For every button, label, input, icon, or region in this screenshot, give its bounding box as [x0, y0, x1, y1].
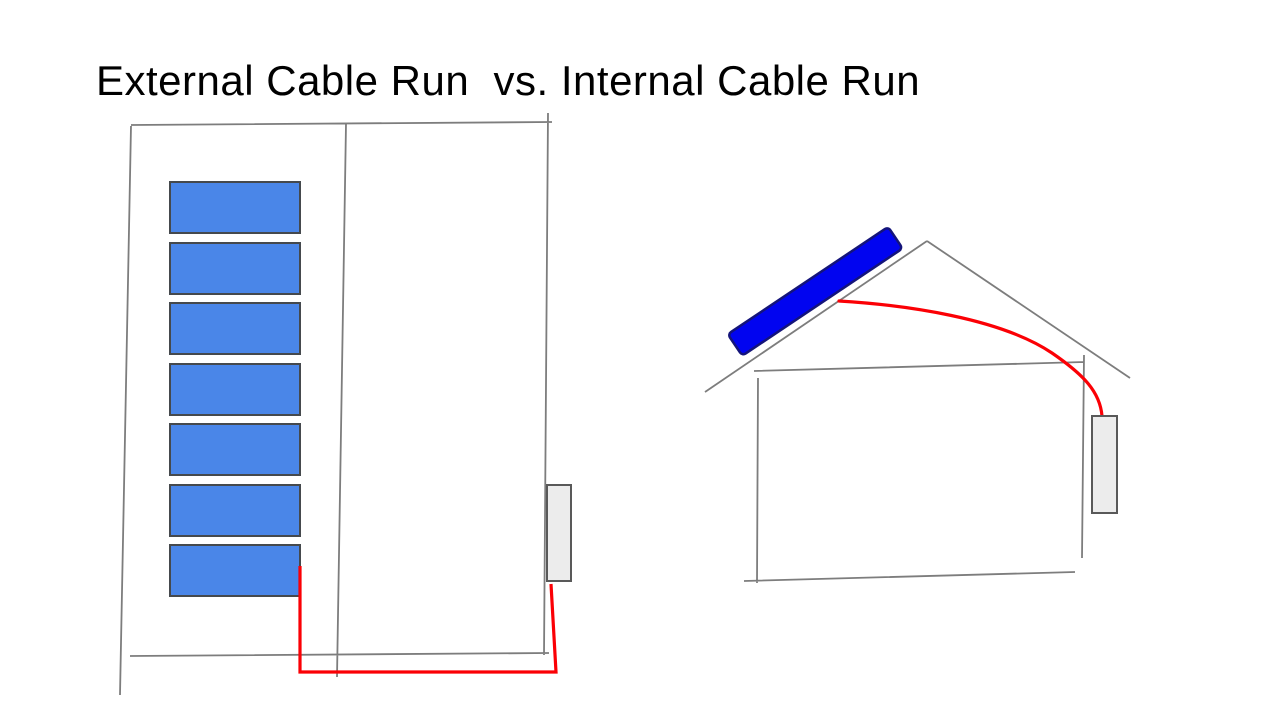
solar-panel — [169, 181, 301, 234]
slide-title: External Cable Run vs. Internal Cable Ru… — [96, 57, 921, 104]
solar-panel — [169, 363, 301, 416]
solar-panel — [169, 484, 301, 537]
roof-solar-panel-wrap — [728, 227, 903, 356]
solar-panel — [169, 544, 301, 597]
solar-panel — [169, 423, 301, 476]
external-run-diagram — [119, 112, 572, 696]
roof-solar-panel — [728, 227, 903, 356]
internal-run-diagram — [704, 227, 1131, 584]
solar-panel — [169, 302, 301, 355]
building-outline — [119, 112, 553, 696]
solar-panel-array — [169, 181, 301, 597]
solar-panel — [169, 242, 301, 295]
house-outline — [704, 240, 1131, 584]
internal-cable — [837, 299, 1104, 418]
junction-box — [1091, 415, 1118, 514]
external-cable — [298, 566, 558, 674]
conduit-box — [546, 484, 572, 582]
